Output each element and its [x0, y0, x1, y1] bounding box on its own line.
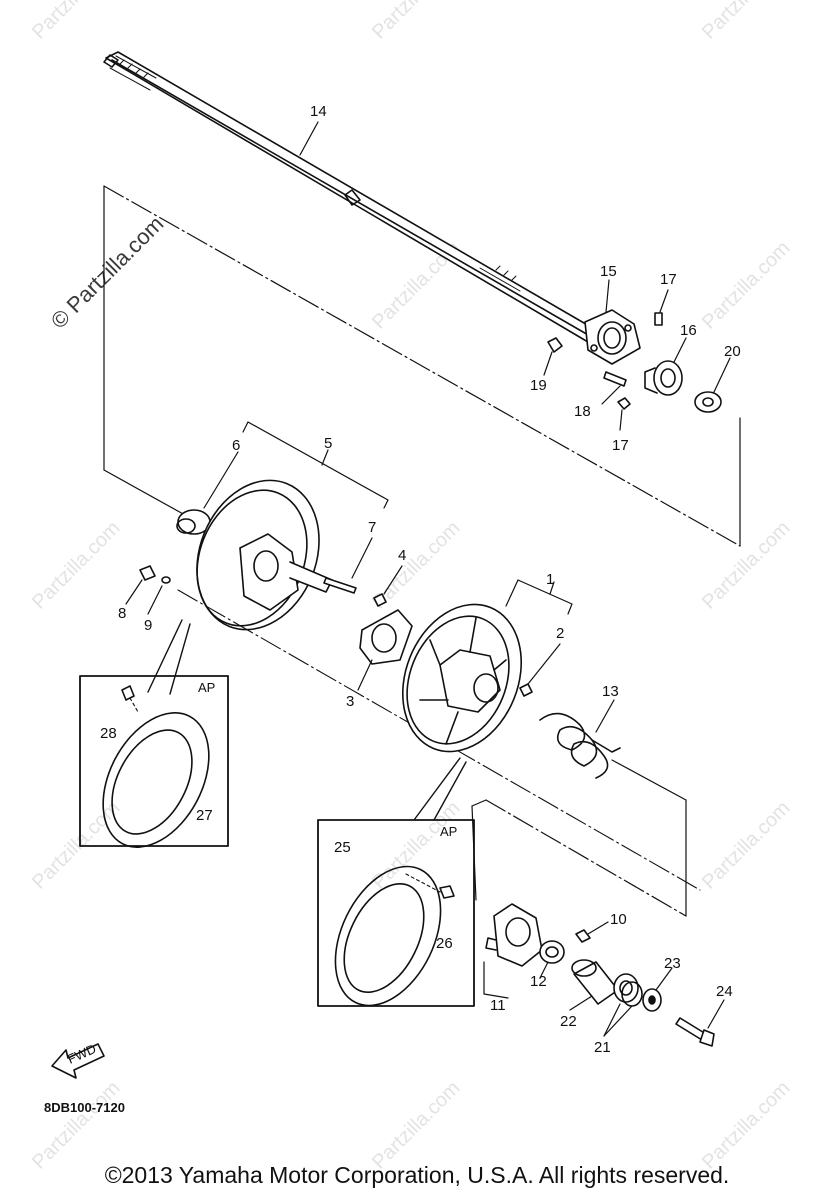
watermark-text: Partzilla.com: [698, 237, 795, 334]
callout-18: 18: [574, 403, 591, 420]
inset-label-ap-left: AP: [198, 680, 215, 695]
bolt: [139, 565, 156, 581]
callout-27: 27: [196, 807, 213, 824]
callout-6: 6: [232, 437, 240, 454]
copyright-notice: ©2013 Yamaha Motor Corporation, U.S.A. A…: [104, 1162, 730, 1188]
diagram-code: 8DB100-7120: [44, 1100, 125, 1115]
watermark-text: Partzilla.com: [698, 797, 795, 894]
callout-22: 22: [560, 1013, 577, 1030]
fixed-sheave: [196, 479, 333, 631]
watermark-text: Partzilla.com: [28, 517, 125, 614]
callout-28: 28: [100, 725, 117, 742]
pin: [323, 577, 357, 594]
bushing: [539, 940, 565, 964]
callout-26: 26: [436, 935, 453, 952]
callout-17: 17: [660, 271, 677, 288]
cam: [485, 903, 543, 967]
callout-11: 11: [490, 997, 506, 1014]
callout-15: 15: [600, 263, 617, 280]
spacer: [613, 973, 643, 1007]
watermark-layer: Partzilla.com Partzilla.com Partzilla.co…: [28, 0, 795, 1174]
callout-3: 3: [346, 693, 354, 710]
watermark-text: Partzilla.com: [698, 0, 795, 44]
callout-21: 21: [594, 1039, 611, 1056]
callout-14: 14: [310, 103, 327, 120]
callout-19: 19: [530, 377, 547, 394]
callout-5: 5: [324, 435, 332, 452]
inset-box-left: [79, 675, 229, 848]
watermark-side-text: © Partzilla.com: [46, 211, 169, 334]
fwd-arrow-icon: [51, 1043, 105, 1079]
callout-20: 20: [724, 343, 741, 360]
callout-12: 12: [530, 973, 547, 990]
watermark-text: Partzilla.com: [28, 1077, 125, 1174]
inset-label-ap-right: AP: [440, 824, 457, 839]
callout-1: 1: [546, 571, 554, 588]
bolt: [675, 1017, 715, 1047]
callout-10: 10: [610, 911, 627, 928]
spring: [539, 712, 621, 779]
watermark-text: Partzilla.com: [698, 1077, 795, 1174]
watermark-text: Partzilla.com: [368, 0, 465, 44]
alignment-frame: [103, 185, 741, 547]
bearing-housing: [584, 309, 641, 365]
collar: [571, 959, 619, 1005]
washer: [161, 576, 171, 584]
callout-16: 16: [680, 322, 697, 339]
drive-shaft: [103, 51, 597, 343]
bearing: [644, 360, 683, 396]
washer: [694, 391, 722, 413]
callout-17: 17: [612, 437, 629, 454]
watermark-text: Partzilla.com: [698, 517, 795, 614]
callout-24: 24: [716, 983, 733, 1000]
watermark-text: Partzilla.com: [368, 1077, 465, 1174]
callout-7: 7: [368, 519, 376, 536]
callout-2: 2: [556, 625, 564, 642]
callout-8: 8: [118, 605, 126, 622]
screw: [373, 593, 387, 607]
set-screw: [617, 397, 631, 410]
callout-labels: 14 15 17 16 20 19 18 17 6 5 7 4 8 9 1 2 …: [44, 103, 741, 1115]
callout-23: 23: [664, 955, 681, 972]
callout-25: 25: [334, 839, 351, 856]
retainer-plate: [359, 609, 413, 665]
nut: [547, 337, 563, 353]
callout-13: 13: [602, 683, 619, 700]
nut: [575, 929, 591, 943]
bolt: [519, 683, 533, 697]
watermark-text: Partzilla.com: [368, 797, 465, 894]
inset-box-right: [317, 819, 475, 1007]
alignment-frame: [471, 759, 687, 917]
washer: [642, 988, 662, 1012]
set-screw: [654, 312, 663, 326]
bolt: [601, 371, 627, 405]
callout-4: 4: [398, 547, 406, 564]
callout-9: 9: [144, 617, 152, 634]
movable-sheave: [401, 603, 523, 753]
watermark-text: Partzilla.com: [28, 0, 125, 44]
